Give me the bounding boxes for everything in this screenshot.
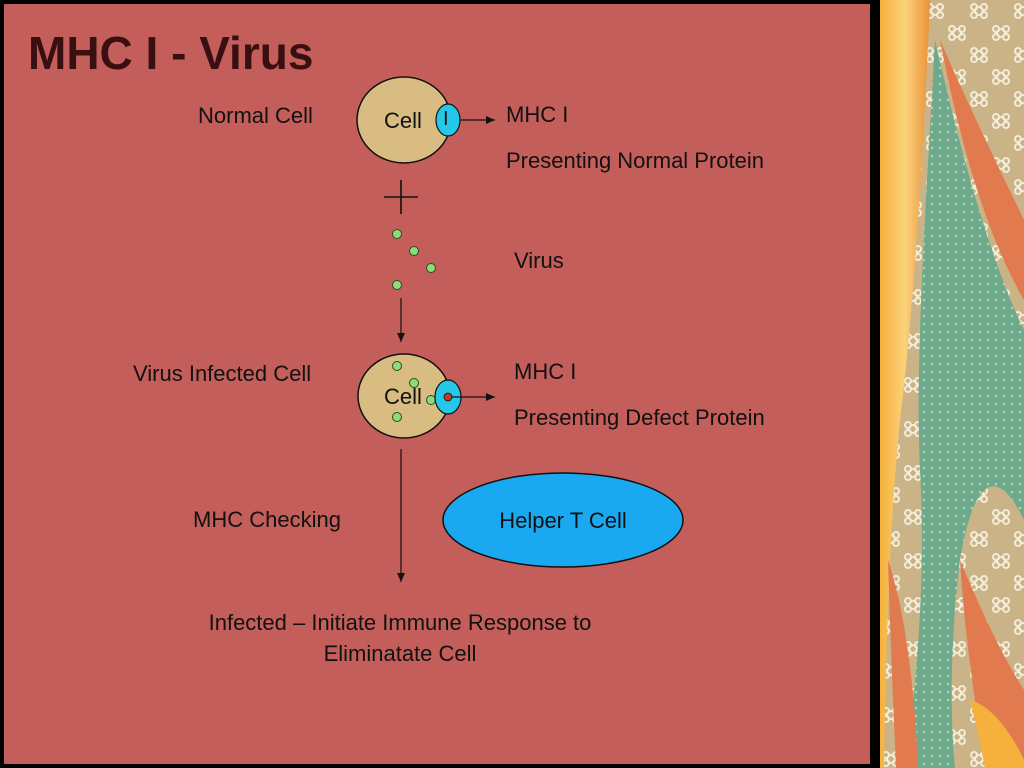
normal-cell-text: Cell <box>384 108 422 133</box>
infected-mhc-description: Presenting Defect Protein <box>514 405 765 430</box>
virus-particle <box>426 263 436 273</box>
infected-mhc-label: MHC I <box>514 359 577 384</box>
virus-label: Virus <box>514 248 564 273</box>
normal-mhc-label: MHC I <box>506 102 569 127</box>
defect-protein <box>443 392 453 402</box>
normal-mhc-receptor <box>435 103 461 137</box>
infected-cell-label: Virus Infected Cell <box>133 361 312 386</box>
outcome-line-1: Infected – Initiate Immune Response to <box>208 610 592 635</box>
virus-particle <box>409 246 419 256</box>
virus-particle <box>392 280 402 290</box>
infected-cell-text: Cell <box>384 384 422 409</box>
decorative-border <box>880 0 1024 768</box>
virus-particle-inside <box>426 395 436 405</box>
helper-t-cell <box>442 472 684 568</box>
virus-particle-inside <box>392 361 402 371</box>
normal-mhc-description: Presenting Normal Protein <box>506 148 765 173</box>
mhc-checking-label: MHC Checking <box>193 507 341 532</box>
slide-title: MHC I - Virus <box>28 27 314 79</box>
normal-mhc-mark: I <box>443 108 449 130</box>
outcome-line-2: Eliminatate Cell <box>323 641 477 666</box>
virus-particle-inside <box>392 412 402 422</box>
virus-particle <box>392 229 402 239</box>
normal-cell-label: Normal Cell <box>198 103 313 128</box>
helper-t-cell-label: Helper T Cell <box>499 508 627 533</box>
virus-particle-inside <box>409 378 419 388</box>
